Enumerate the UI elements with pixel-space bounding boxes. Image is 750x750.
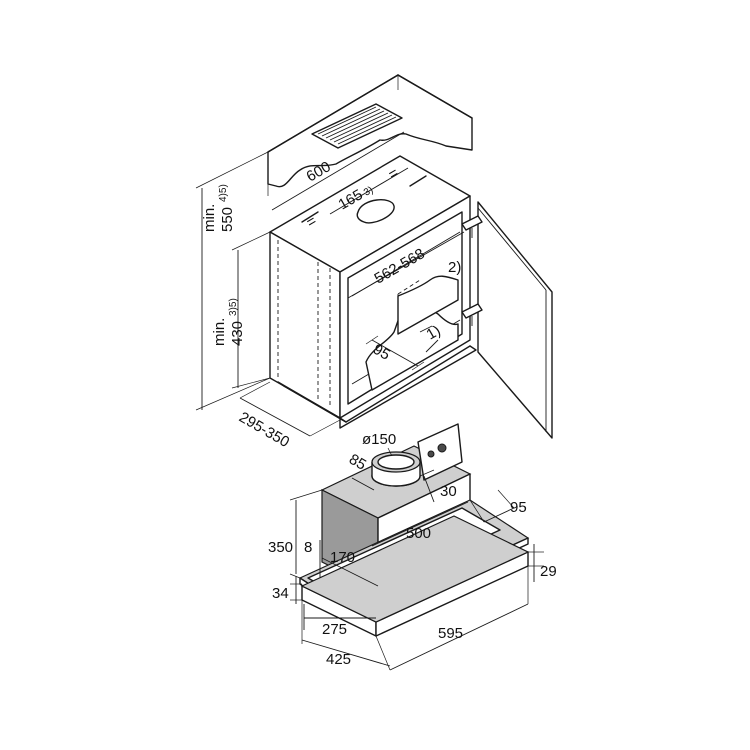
dimension-30 [419, 469, 435, 503]
label-note-2: 2) [448, 259, 461, 276]
air-outlet-collar [371, 451, 421, 487]
dimension-min-550 [195, 151, 271, 411]
dimension-95-hood [469, 489, 515, 523]
dimension-275 [303, 604, 376, 630]
dimension-562-568 [347, 231, 465, 299]
label-85: 85 [346, 451, 369, 474]
label-34: 34 [272, 585, 289, 602]
label-diameter: ø150 [362, 431, 396, 448]
label-8: 8 [304, 539, 312, 556]
label-min-430-note: 3)5) [228, 298, 239, 316]
dimension-95-cabinet [365, 335, 425, 371]
label-295-350: 295-350 [236, 409, 292, 451]
cabinet-cutaway [365, 275, 459, 391]
label-min-430-prefix: min. [211, 318, 228, 346]
dimension-600 [267, 75, 405, 211]
label-min-430-value: 430 [229, 321, 246, 346]
label-170: 170 [330, 549, 355, 566]
label-95-hood: 95 [510, 499, 527, 516]
dimension-350 [289, 489, 323, 579]
label-595: 595 [438, 625, 463, 642]
dimension-425 [301, 600, 391, 667]
dimension-34 [290, 576, 302, 604]
label-350: 350 [268, 539, 293, 556]
label-min-550-prefix: min. [201, 204, 218, 232]
label-425: 425 [326, 651, 351, 668]
ceiling-vent-icon [311, 103, 403, 149]
label-min-550-value: 550 [219, 207, 236, 232]
label-min-550-note: 4)5) [218, 184, 229, 202]
dimension-170 [321, 557, 379, 587]
label-95-cabinet: 95 [370, 341, 393, 364]
cabinet-door [461, 201, 553, 439]
label-30: 30 [440, 483, 457, 500]
dimension-min-430 [231, 231, 271, 389]
dimension-85 [351, 477, 375, 491]
dimension-295-350 [239, 381, 341, 437]
hood-slide-out-front [300, 515, 530, 637]
label-29: 29 [540, 563, 557, 580]
label-275: 275 [322, 621, 347, 638]
dimension-29 [528, 544, 544, 582]
dimension-500 [371, 501, 469, 547]
dimension-165 [329, 167, 409, 215]
label-500: 500 [406, 525, 431, 542]
dimension-595 [375, 566, 529, 671]
